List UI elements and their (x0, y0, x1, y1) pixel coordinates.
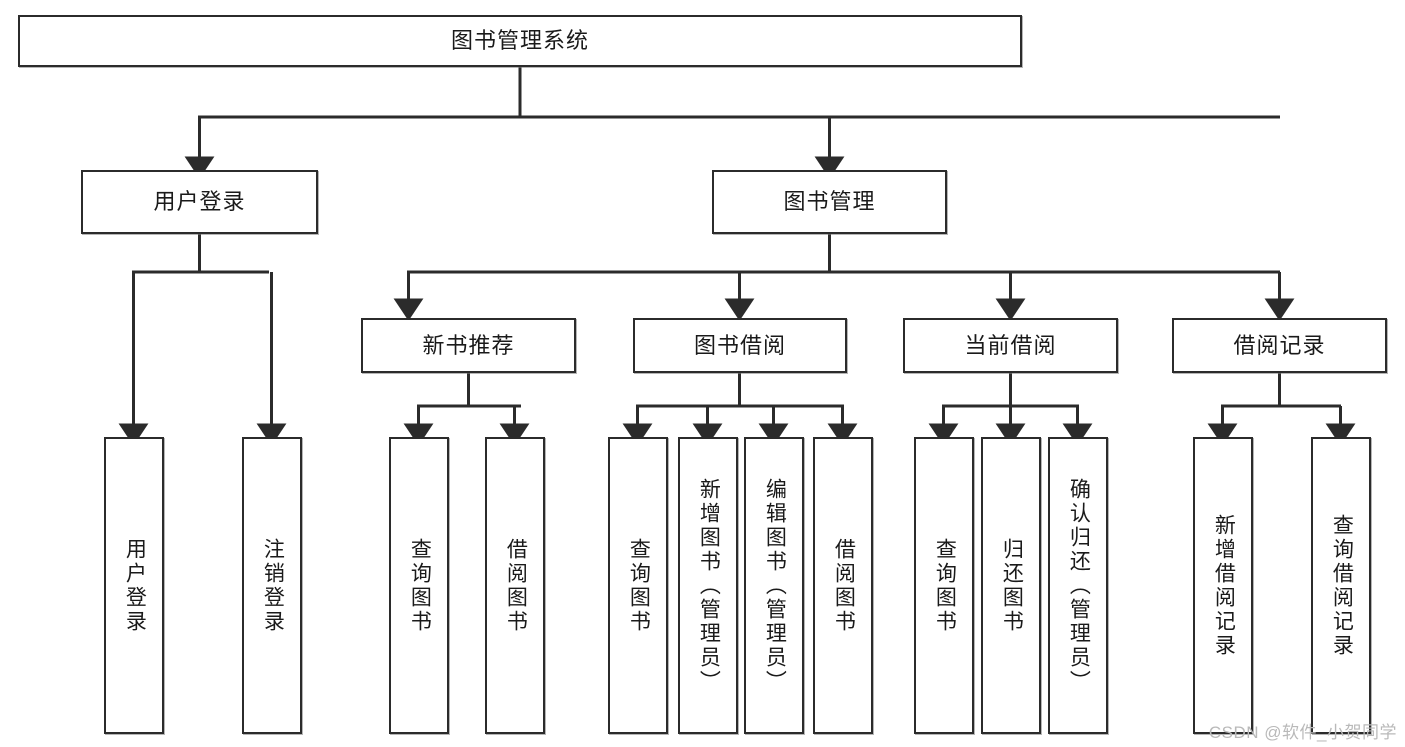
leaf-borrow-book-2-label: 借阅图书 (832, 537, 856, 634)
node-user-login[interactable]: 用户登录 (81, 170, 318, 234)
leaf-query-book-1-label: 查询图书 (408, 537, 432, 634)
leaf-query-book-3[interactable]: 查询图书 (914, 437, 974, 734)
watermark-text: CSDN @软件_小贺同学 (1208, 723, 1397, 742)
leaf-borrow-book-1-label: 借阅图书 (504, 537, 528, 634)
leaf-add-book[interactable]: 新增图书（管理员） (678, 437, 738, 734)
leaf-confirm-return-label: 确认归还（管理员） (1067, 477, 1091, 694)
leaf-add-record[interactable]: 新增借阅记录 (1193, 437, 1253, 734)
leaf-query-book-2[interactable]: 查询图书 (608, 437, 668, 734)
leaf-borrow-book-2[interactable]: 借阅图书 (813, 437, 873, 734)
leaf-user-login-label: 用户登录 (123, 537, 147, 634)
leaf-borrow-book-1[interactable]: 借阅图书 (485, 437, 545, 734)
leaf-edit-book-label: 编辑图书（管理员） (763, 477, 787, 694)
leaf-user-login[interactable]: 用户登录 (104, 437, 164, 734)
leaf-query-record[interactable]: 查询借阅记录 (1311, 437, 1371, 734)
node-book-borrow-label: 图书借阅 (693, 332, 786, 358)
node-book-management[interactable]: 图书管理 (712, 170, 947, 234)
node-root-label: 图书管理系统 (450, 28, 589, 54)
node-borrow-record-label: 借阅记录 (1233, 332, 1326, 358)
node-user-login-label: 用户登录 (153, 189, 246, 215)
leaf-query-book-1[interactable]: 查询图书 (389, 437, 449, 734)
leaf-query-book-3-label: 查询图书 (933, 537, 957, 634)
leaf-user-logout-label: 注销登录 (261, 537, 285, 634)
node-book-borrow[interactable]: 图书借阅 (633, 318, 847, 373)
node-borrow-record[interactable]: 借阅记录 (1172, 318, 1387, 373)
leaf-edit-book[interactable]: 编辑图书（管理员） (744, 437, 804, 734)
node-root[interactable]: 图书管理系统 (18, 15, 1022, 67)
node-current-borrow-label: 当前借阅 (964, 332, 1057, 358)
leaf-query-book-2-label: 查询图书 (627, 537, 651, 634)
leaf-add-book-label: 新增图书（管理员） (697, 477, 721, 694)
leaf-user-logout[interactable]: 注销登录 (242, 437, 302, 734)
leaf-confirm-return[interactable]: 确认归还（管理员） (1048, 437, 1108, 734)
node-new-book-recommend-label: 新书推荐 (422, 332, 515, 358)
node-book-management-label: 图书管理 (783, 189, 876, 215)
node-current-borrow[interactable]: 当前借阅 (903, 318, 1118, 373)
leaf-query-record-label: 查询借阅记录 (1330, 513, 1354, 658)
leaf-return-book[interactable]: 归还图书 (981, 437, 1041, 734)
leaf-return-book-label: 归还图书 (1000, 537, 1024, 634)
leaf-add-record-label: 新增借阅记录 (1212, 513, 1236, 658)
node-new-book-recommend[interactable]: 新书推荐 (361, 318, 576, 373)
